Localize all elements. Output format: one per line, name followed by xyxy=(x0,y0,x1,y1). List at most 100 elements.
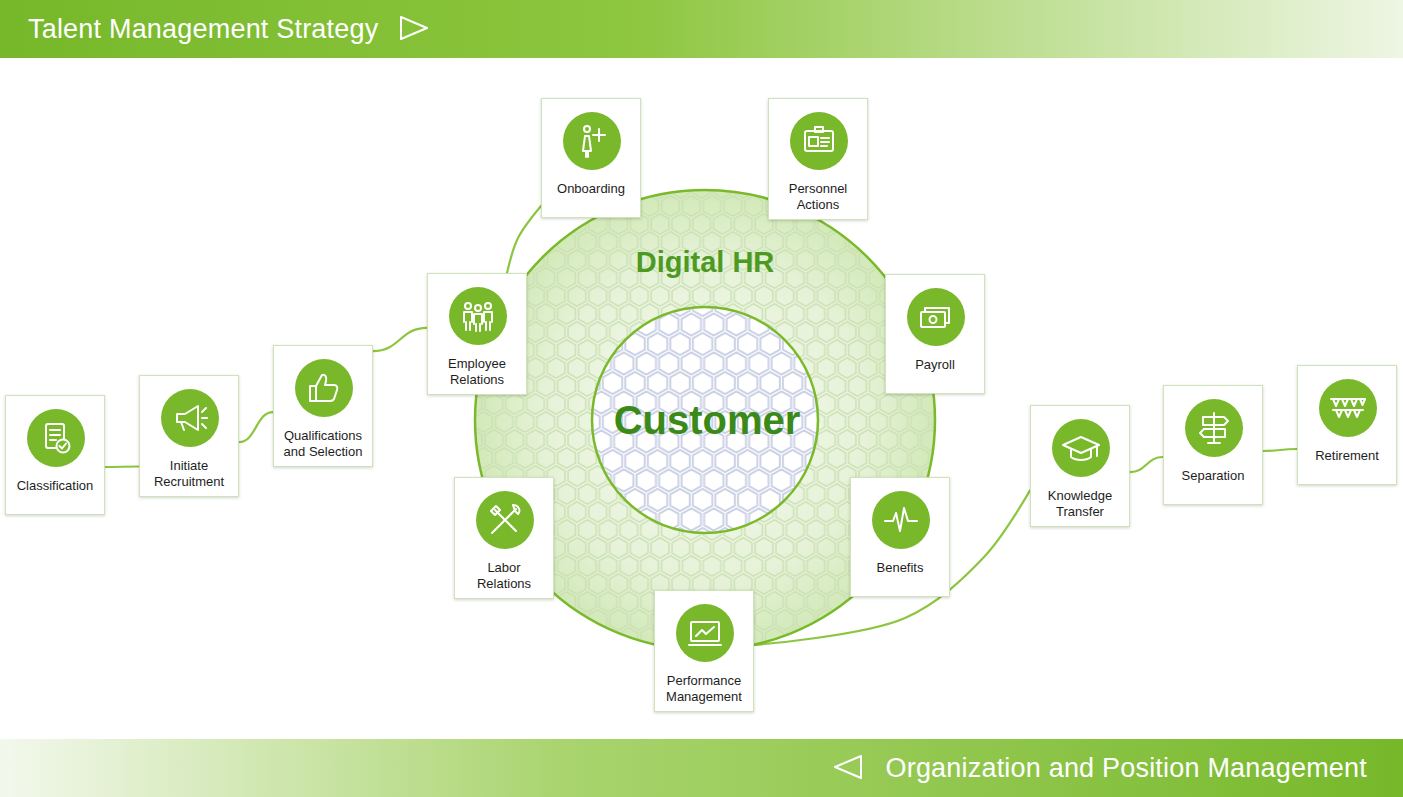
icon-glyph xyxy=(1331,399,1365,417)
icon-shape xyxy=(202,417,207,419)
icon-shape xyxy=(691,622,719,641)
icon-badge xyxy=(140,376,240,460)
icon-glyph xyxy=(46,424,70,453)
heading-text: Talent Management Strategy xyxy=(28,14,378,45)
process-box: Qualifications and Selection xyxy=(273,345,373,467)
icon-glyph xyxy=(921,308,949,327)
icon-glyph xyxy=(1063,437,1099,460)
icon-shape xyxy=(1360,399,1365,405)
icon-circle xyxy=(449,287,507,345)
icon-circle xyxy=(295,359,353,417)
icon-shape xyxy=(485,303,491,309)
icon-badge xyxy=(769,99,869,183)
icon-shape xyxy=(50,434,60,436)
process-box: Separation xyxy=(1163,385,1263,505)
box-label: Labor Relations xyxy=(455,560,553,592)
icon-glyph xyxy=(885,508,917,531)
icon-shape xyxy=(821,141,829,143)
icon-shape xyxy=(181,422,184,430)
icon-shape xyxy=(1345,410,1351,417)
heading-text: Customer xyxy=(614,398,801,443)
arrow-outline xyxy=(401,17,427,39)
arrow-triangle xyxy=(834,755,864,781)
icon-shape xyxy=(484,312,492,330)
process-box: Payroll xyxy=(885,274,985,394)
icon-shape xyxy=(1203,417,1228,425)
icon-glyph xyxy=(689,622,721,645)
lifecycle-curve xyxy=(373,328,427,351)
process-box: Labor Relations xyxy=(454,477,554,599)
icon-shape xyxy=(1208,442,1220,444)
icon-glyph xyxy=(464,303,492,331)
icon-circle xyxy=(790,112,848,170)
icon-badge xyxy=(455,478,555,562)
icon-glyph xyxy=(1200,413,1228,443)
icon-circle xyxy=(872,491,930,549)
process-box: Employee Relations xyxy=(427,273,527,395)
icon-glyph xyxy=(583,126,605,157)
hex-texture xyxy=(592,307,818,533)
box-label: Knowledge Transfer xyxy=(1031,488,1129,520)
process-box: Performance Management xyxy=(654,590,754,712)
lifecycle-curve xyxy=(239,412,273,442)
customer-outline xyxy=(592,307,818,533)
icon-shape xyxy=(1096,446,1098,456)
icon-shape xyxy=(464,312,472,330)
title-band: Talent Management Strategy xyxy=(0,0,1403,58)
box-label: Classification xyxy=(6,478,104,494)
icon-circle xyxy=(27,409,85,467)
icon-circle xyxy=(676,604,734,662)
icon-shape xyxy=(809,137,818,146)
icon-badge xyxy=(542,99,642,183)
icon-circle xyxy=(161,389,219,447)
customer-fill xyxy=(592,307,818,533)
icon-badge xyxy=(274,346,374,430)
icon-circle xyxy=(1052,419,1110,477)
icon-glyph xyxy=(177,406,207,430)
icon-shape xyxy=(1342,399,1348,406)
icon-shape xyxy=(492,530,495,533)
footer-band: Organization and Position Management xyxy=(0,739,1403,797)
icon-shape xyxy=(696,627,714,636)
icon-shape xyxy=(202,424,206,428)
process-box: Classification xyxy=(5,395,105,515)
box-label: Employee Relations xyxy=(428,356,526,388)
icon-shape xyxy=(925,308,949,323)
icon-shape xyxy=(465,303,471,309)
icon-circle xyxy=(563,112,621,170)
icon-shape xyxy=(1071,449,1091,460)
box-label: Separation xyxy=(1164,468,1262,484)
icon-shape xyxy=(805,131,833,151)
arrow-outline xyxy=(835,756,861,778)
icon-shape xyxy=(474,314,482,331)
icon-badge xyxy=(428,274,528,358)
icon-shape xyxy=(1200,429,1225,437)
box-label: Initiate Recruitment xyxy=(140,458,238,490)
icon-shape xyxy=(1063,437,1099,453)
icon-circle xyxy=(1185,399,1243,457)
icon-shape xyxy=(930,316,937,323)
icon-badge xyxy=(1298,366,1398,450)
lifecycle-curve xyxy=(1263,449,1297,451)
icon-shape xyxy=(310,386,316,401)
box-label: Onboarding xyxy=(542,181,640,197)
icon-badge xyxy=(1031,406,1131,490)
box-label: Payroll xyxy=(886,357,984,373)
icon-shape xyxy=(177,406,198,430)
icon-shape xyxy=(50,439,56,441)
box-label: Performance Management xyxy=(655,673,753,705)
box-label: Personnel Actions xyxy=(769,181,867,213)
icon-circle xyxy=(907,288,965,346)
process-box: Initiate Recruitment xyxy=(139,375,239,497)
process-box: Personnel Actions xyxy=(768,98,868,220)
icon-shape xyxy=(584,126,590,132)
icon-shape xyxy=(50,429,60,431)
process-box: Knowledge Transfer xyxy=(1030,405,1130,527)
icon-shape xyxy=(821,145,827,147)
icon-shape xyxy=(1351,399,1357,406)
process-box: Onboarding xyxy=(541,98,641,218)
icon-badge xyxy=(655,591,755,675)
icon-shape xyxy=(583,136,591,157)
heading-text: Organization and Position Management xyxy=(886,753,1368,784)
icon-shape xyxy=(495,509,516,530)
